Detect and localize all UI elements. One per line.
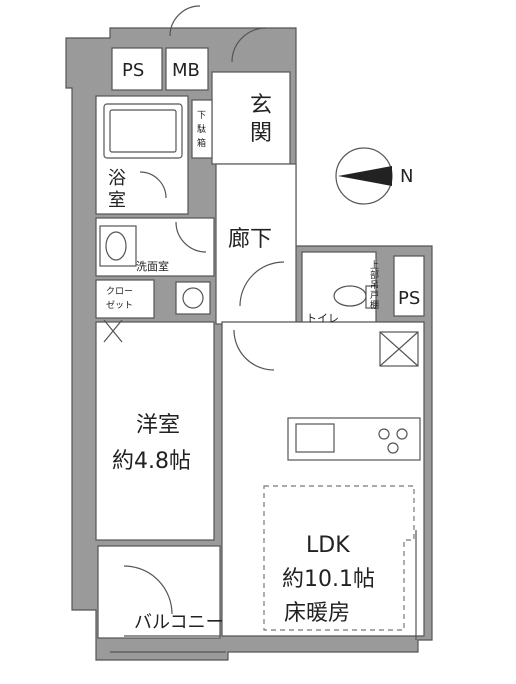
washroom-label: 洗面室 — [136, 259, 169, 273]
balcony-label: バルコニー — [134, 612, 224, 633]
north-arrow-icon — [338, 166, 392, 186]
ldk-label: LDK — [306, 533, 350, 558]
fixtures — [99, 5, 421, 653]
ps-right — [393, 255, 425, 317]
bath-label-1: 浴 — [108, 168, 126, 189]
genkan-label-2: 関 — [250, 121, 272, 146]
corridor-label: 廊下 — [228, 227, 272, 252]
bath-label-2: 室 — [108, 190, 126, 211]
geta-label-2: 駄 — [197, 123, 206, 135]
closet-label-2: ゼット — [106, 299, 133, 311]
western-room-label: 洋室 — [136, 413, 180, 438]
western-room — [95, 321, 215, 541]
geta-label-1: 下 — [197, 111, 206, 121]
upper-shelf-label-3: 吊 — [370, 280, 379, 291]
genkan-label-1: 玄 — [250, 93, 272, 118]
toilet-bowl — [333, 285, 367, 307]
upper-shelf-label-5: 棚 — [370, 299, 379, 311]
room-labels: PS MB 玄 関 下 駄 箱 浴 室 廊下 洗面室 クロー ゼット トイレ 上… — [106, 60, 420, 633]
shoe-box — [191, 99, 213, 159]
upper-shelf-label-1: 上 — [370, 260, 379, 271]
floor-heating-label: 床暖房 — [284, 601, 350, 626]
closet — [95, 279, 155, 319]
mb-closet — [165, 47, 209, 91]
mb-label: MB — [172, 60, 200, 81]
geta-label-3: 箱 — [197, 137, 206, 149]
rooms — [95, 47, 425, 639]
toilet-room — [301, 251, 377, 325]
ldk-size: 約10.1帖 — [282, 567, 375, 592]
bathtub — [103, 103, 183, 159]
ps-top-label: PS — [122, 60, 144, 81]
upper-shelf-label-2: 部 — [370, 269, 379, 281]
compass: N — [335, 147, 413, 205]
western-room-size: 約4.8帖 — [112, 449, 191, 474]
upper-shelf-label-4: 戸 — [370, 290, 379, 301]
entrance — [211, 71, 291, 165]
washer-pan — [175, 281, 211, 315]
closet-label-1: クロー — [106, 286, 133, 297]
floor-heating-area — [263, 485, 415, 631]
compass-north-label: N — [400, 166, 413, 187]
balcony-area — [97, 545, 221, 639]
kitchen-counter — [287, 417, 421, 461]
corridor — [215, 163, 297, 325]
toilet-label: トイレ — [306, 312, 339, 325]
ps-right-label: PS — [398, 288, 420, 309]
ps-closet — [111, 47, 163, 91]
ldk-room — [221, 321, 425, 637]
